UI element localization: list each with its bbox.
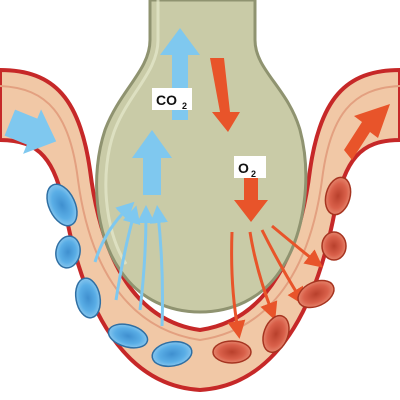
o2-label-subscript: 2 — [251, 169, 256, 179]
o2-label: O 2 — [234, 156, 266, 179]
red-arrow-down-icon — [210, 58, 240, 132]
oxygenated-cell — [324, 176, 352, 216]
oxygenated-cell — [321, 231, 347, 261]
oxygenated-cell — [212, 340, 252, 364]
blue-arrow-up-icon — [160, 28, 200, 120]
co2-label: CO 2 — [152, 88, 192, 111]
capillary-inner-wall — [0, 85, 400, 342]
o2-flow — [210, 58, 324, 339]
oxygenated-cell — [297, 279, 335, 309]
deoxygenated-cells — [46, 183, 193, 368]
deoxygenated-cell — [55, 235, 81, 269]
red-arrow-up-right-icon — [344, 104, 390, 160]
blue-diffusion-arrow — [114, 205, 141, 301]
alveolus — [95, 0, 308, 314]
blue-arrow-right-icon — [4, 109, 57, 154]
alveolus-sac — [95, 0, 308, 314]
deoxygenated-cell — [46, 183, 78, 227]
red-arrow-down-icon — [234, 178, 268, 222]
blue-arrow-up-icon — [132, 130, 172, 195]
o2-label-text: O — [238, 160, 249, 176]
blue-diffusion-arrow — [136, 205, 155, 311]
deoxygenated-cell — [107, 323, 149, 349]
oxygenated-cells — [212, 176, 352, 364]
co2-flow — [93, 28, 200, 327]
deoxygenated-cell — [151, 340, 193, 368]
deoxygenated-cell — [74, 277, 102, 319]
oxygenated-cell — [262, 314, 290, 354]
blue-diffusion-arrow — [150, 205, 168, 327]
red-diffusion-arrow — [260, 229, 305, 306]
co2-label-subscript: 2 — [182, 101, 187, 111]
red-diffusion-arrow — [271, 224, 324, 268]
red-diffusion-arrow — [248, 231, 278, 321]
red-diffusion-arrow — [227, 231, 246, 339]
co2-label-text: CO — [156, 92, 177, 108]
